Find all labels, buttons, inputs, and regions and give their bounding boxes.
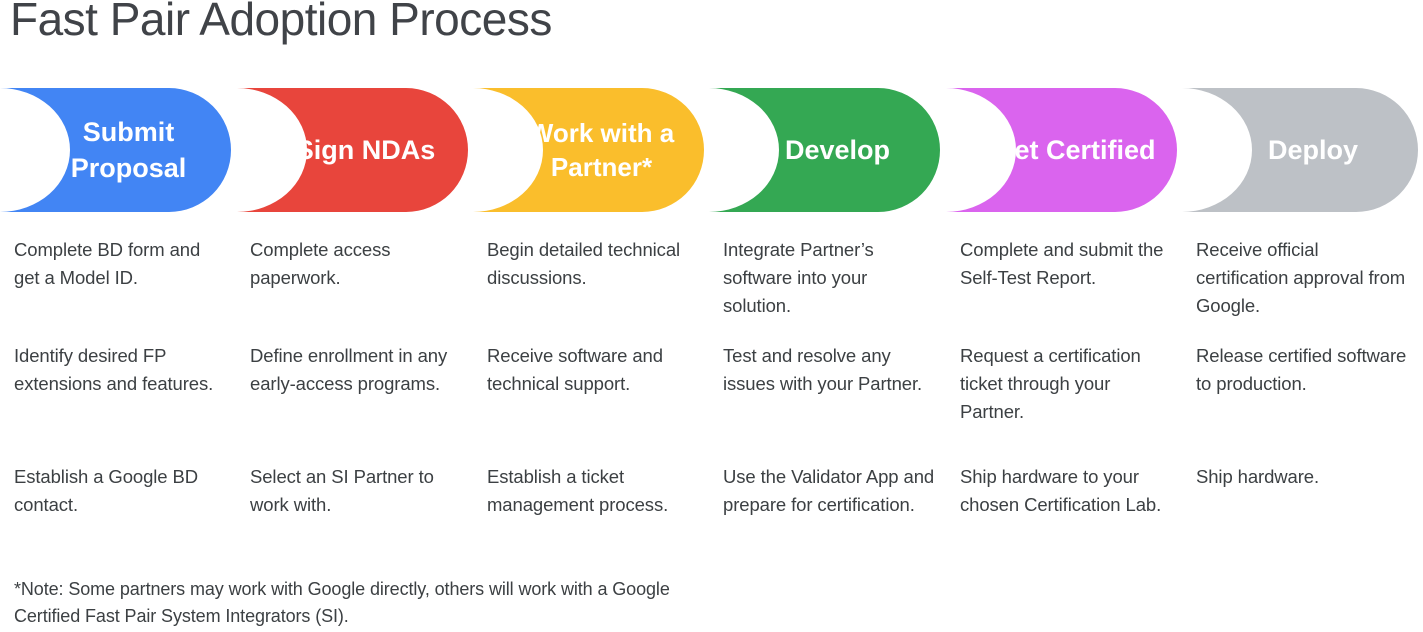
chevron-shape-icon [473,88,704,212]
footnote: *Note: Some partners may work with Googl… [14,579,670,626]
chevron-path [0,88,231,212]
detail-item: Establish a ticket management process. [487,466,669,516]
detail-item: Identify desired FP extensions and featu… [14,345,214,395]
detail-item: Begin detailed technical discussions. [487,239,681,289]
stage-banner-get-certified[interactable]: Get Certified [946,88,1177,212]
chevron-shape-icon [709,88,940,212]
stage-banner-label: Sign NDAs [295,134,436,165]
detail-item: Complete access paperwork. [250,239,391,289]
chevron-path [237,88,468,212]
chevron-shape-icon [1182,88,1418,212]
stage-banner-row: Submit Proposal Sign NDAs Work with a Pa… [0,88,1423,212]
detail-item: Define enrollment in any early-access pr… [250,345,448,395]
detail-item: Test and resolve any issues with your Pa… [723,345,923,395]
chevron-path [709,88,940,212]
detail-item: Receive software and technical support. [487,345,663,395]
detail-item: Integrate Partner’s software into your s… [723,239,874,317]
stage-banner-label: Develop [784,134,891,165]
page-title: Fast Pair Adoption Process [10,0,552,45]
stage-banner-label: Deploy [1267,134,1359,165]
stage-banner-label: Submit Proposal [70,116,187,183]
chevron-shape-icon [946,88,1177,212]
stage-banner-label: Work with a Partner* [528,117,675,182]
chevron-shape-icon [0,88,231,212]
detail-item: Establish a Google BD contact. [14,466,199,516]
detail-item: Ship hardware to your chosen Certificati… [960,466,1162,516]
detail-item: Release certified software to production… [1196,345,1407,395]
detail-item: Receive official certification approval … [1196,239,1406,317]
detail-item: Request a certification ticket through y… [960,345,1141,423]
detail-item: Ship hardware. [1196,466,1320,487]
stage-banner-work-with-a-partner[interactable]: Work with a Partner* [473,88,704,212]
stage-banner-develop[interactable]: Develop [709,88,940,212]
chevron-path [1182,88,1418,212]
chevron-path [946,88,1177,212]
stage-banner-label: Get Certified [993,134,1156,165]
stage-banner-submit-proposal[interactable]: Submit Proposal [0,88,231,212]
chevron-shape-icon [237,88,468,212]
detail-item: Use the Validator App and prepare for ce… [723,466,935,516]
detail-item: Select an SI Partner to work with. [250,466,434,516]
chevron-path [473,88,704,212]
stage-banner-deploy[interactable]: Deploy [1182,88,1418,212]
detail-item: Complete BD form and get a Model ID. [14,239,201,289]
stage-banner-sign-ndas[interactable]: Sign NDAs [237,88,468,212]
detail-item: Complete and submit the Self-Test Report… [960,239,1164,289]
